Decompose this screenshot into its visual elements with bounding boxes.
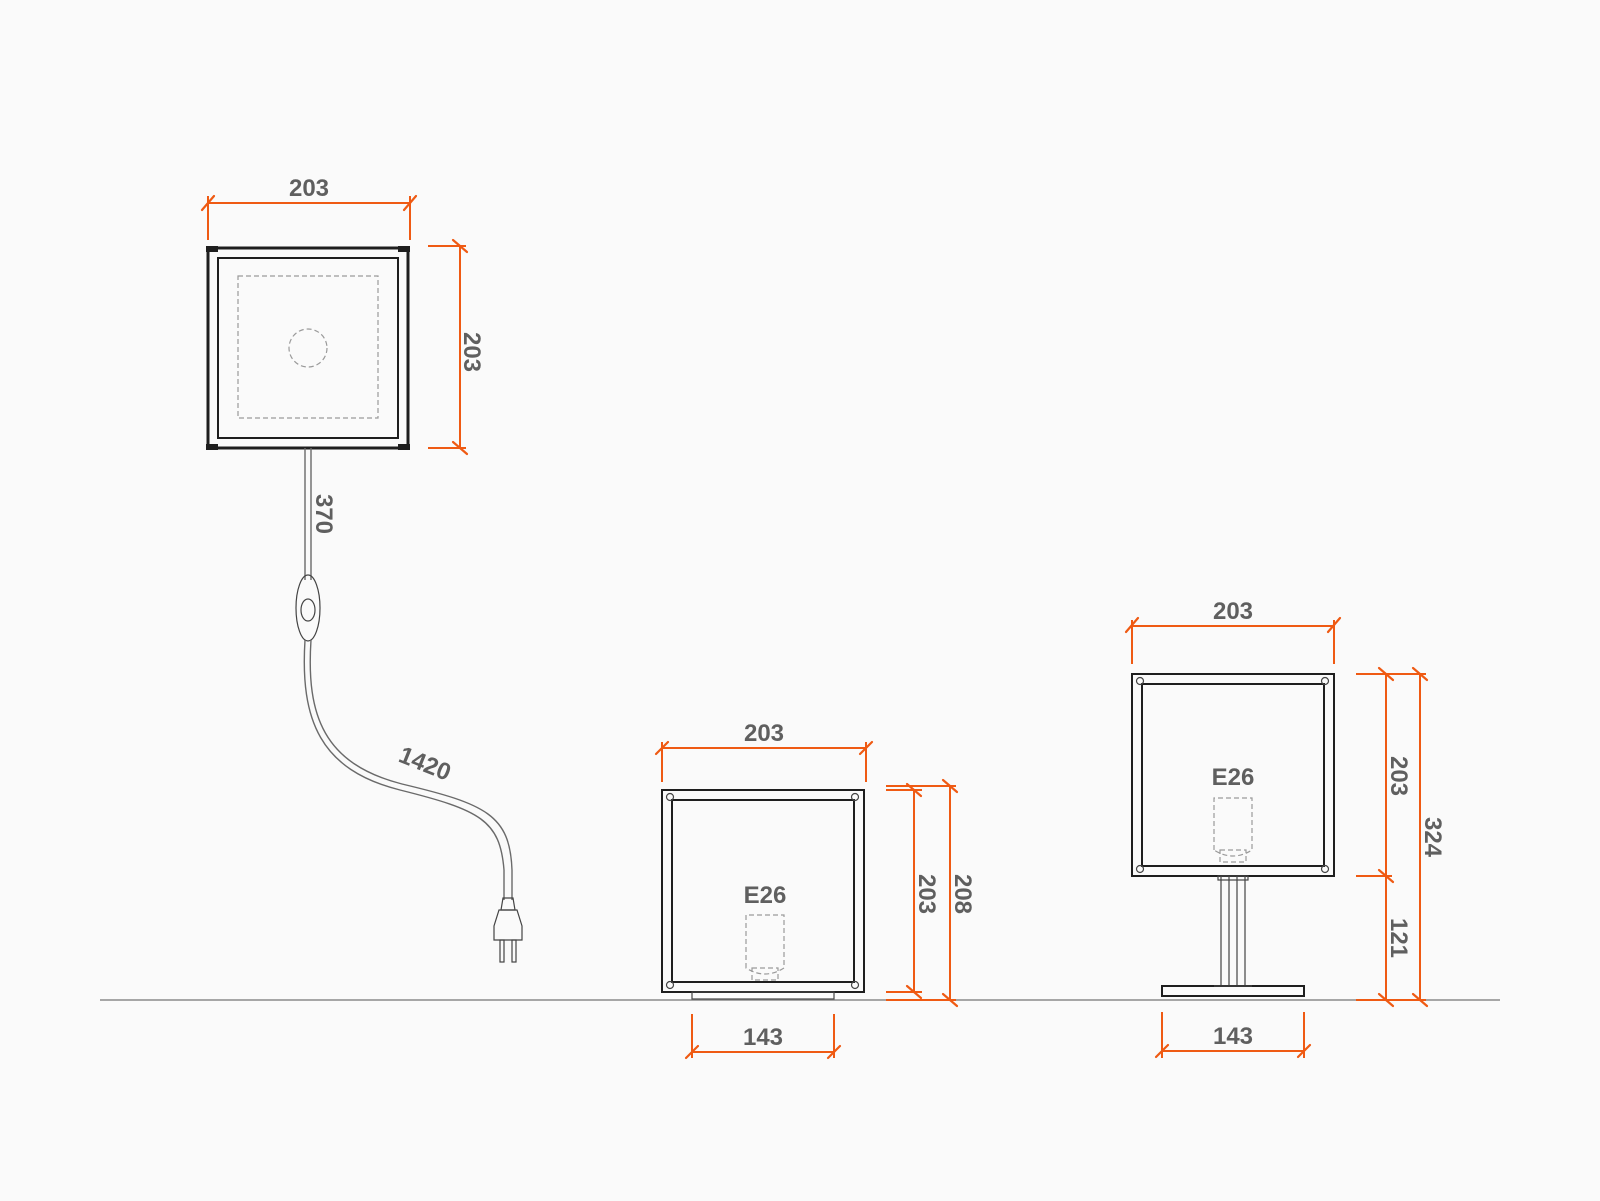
tall-socket-label: E26 xyxy=(1212,764,1255,791)
tall-lamp-stem-cap xyxy=(1217,875,1249,881)
screw xyxy=(1135,864,1145,874)
cord-total-label: 1420 xyxy=(395,742,455,787)
corner-bracket xyxy=(206,246,218,252)
screw xyxy=(665,980,675,990)
tall-shade-height-label: 203 xyxy=(1385,756,1412,796)
top-width-label: 203 xyxy=(289,175,329,202)
top-view-outer-frame xyxy=(206,246,410,450)
tall-base-width-dimension: 143 xyxy=(1154,1012,1312,1059)
cord-length-label: 370 xyxy=(310,494,337,534)
tall-width-label: 203 xyxy=(1213,598,1253,625)
short-total-height-dimension: 208 xyxy=(886,778,976,1008)
short-lamp-front-view: E26 203 203 208 xyxy=(654,720,976,1060)
short-base-width-dimension: 143 xyxy=(684,1014,842,1060)
corner-bracket xyxy=(206,444,218,450)
short-shade-height-dimension: 203 xyxy=(886,782,940,1000)
hidden-socket xyxy=(1219,849,1247,863)
screw xyxy=(1135,676,1145,686)
tall-stem-height-label: 121 xyxy=(1385,918,1412,958)
power-cord xyxy=(309,639,513,900)
short-lamp-base xyxy=(691,991,835,1000)
short-socket-label: E26 xyxy=(744,882,787,909)
switch-button xyxy=(300,598,316,622)
tall-total-height-label: 324 xyxy=(1419,817,1446,858)
short-base-width-label: 143 xyxy=(743,1024,783,1051)
tall-base-width-label: 143 xyxy=(1213,1023,1253,1050)
top-depth-dimension: 203 xyxy=(428,238,485,456)
screw xyxy=(850,980,860,990)
top-view-inner-frame xyxy=(217,257,399,439)
tall-total-height-dimension: 324 xyxy=(1392,666,1446,1008)
tall-width-dimension: 203 xyxy=(1124,598,1342,664)
short-lamp-inner-frame xyxy=(671,799,855,983)
tall-stem-height-dimension: 121 xyxy=(1356,876,1412,1008)
screw xyxy=(1320,676,1330,686)
screw xyxy=(1320,864,1330,874)
corner-bracket xyxy=(398,246,410,252)
tall-lamp-front-view: E26 203 203 121 xyxy=(1124,598,1446,1059)
corner-bracket xyxy=(398,444,410,450)
hidden-base-outline xyxy=(237,275,379,419)
tall-lamp-inner-frame xyxy=(1141,683,1325,867)
hidden-bulb xyxy=(745,914,785,975)
hidden-socket xyxy=(751,967,779,981)
top-view: 203 203 370 1420 xyxy=(200,175,523,963)
short-width-dimension: 203 xyxy=(654,720,874,782)
short-shade-height-label: 203 xyxy=(913,874,940,914)
power-cord xyxy=(303,639,505,900)
screw xyxy=(665,792,675,802)
tall-lamp-stem xyxy=(1236,875,1246,987)
short-width-label: 203 xyxy=(744,720,784,747)
top-width-dimension: 203 xyxy=(200,175,418,240)
short-total-height-label: 208 xyxy=(949,874,976,914)
tall-lamp-stem xyxy=(1220,875,1230,987)
top-depth-label: 203 xyxy=(458,332,485,372)
hidden-socket-circle xyxy=(288,328,328,368)
hidden-bulb xyxy=(1213,797,1253,857)
tall-shade-height-dimension: 203 xyxy=(1356,666,1412,884)
plug xyxy=(493,897,523,963)
screw xyxy=(850,792,860,802)
inline-switch xyxy=(295,574,321,642)
tall-lamp-base xyxy=(1161,985,1305,997)
